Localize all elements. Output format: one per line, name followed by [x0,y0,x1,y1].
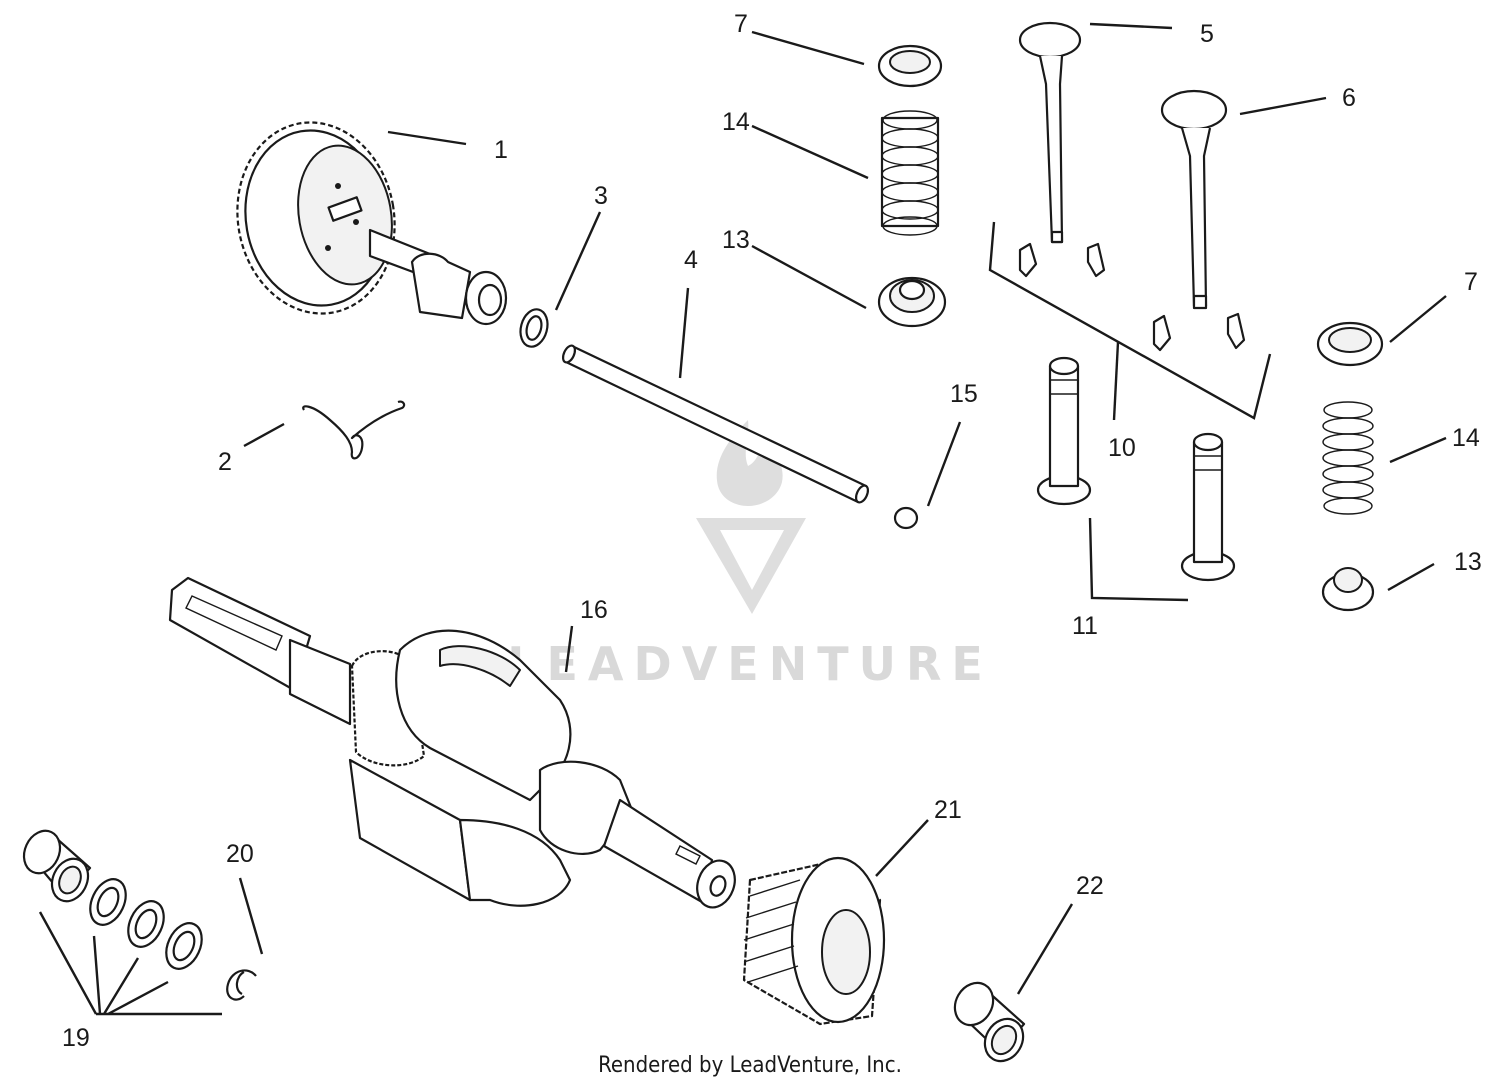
cam-shaft-pin [561,344,870,504]
callout-6: 6 [1342,84,1356,112]
callout-21: 21 [934,796,962,824]
callout-4: 4 [684,246,698,274]
spring-retainer-right [1316,321,1384,367]
callout-7-right: 7 [1464,268,1478,296]
snap-ring [226,969,257,1001]
plug [893,506,919,530]
valve-5 [1018,21,1082,244]
callout-14-right: 14 [1452,424,1480,452]
valve-keepers [988,221,1272,420]
callout-11: 11 [1072,612,1098,640]
valve-6 [1160,89,1228,310]
watermark-text: LEADVENTURE [507,637,993,691]
callout-10: 10 [1108,434,1136,462]
valve-spring-top [880,110,940,236]
crankshaft [168,576,736,909]
callout-22: 22 [1076,872,1104,900]
callout-16: 16 [580,596,608,624]
callout-13-right: 13 [1454,548,1482,576]
callout-13-top: 13 [722,226,750,254]
callout-20: 20 [226,840,254,868]
callout-14-top: 14 [722,108,750,136]
callout-5: 5 [1200,20,1214,48]
callout-1: 1 [494,136,508,164]
crank-gear [742,856,886,1026]
leader-lines [238,22,1447,995]
valve-cap-top [877,276,947,328]
spring-retainer-top [877,44,943,88]
cam-spring [302,400,406,460]
callout-labels: 1 2 3 4 5 6 7 7 10 11 13 13 14 14 15 16 … [62,10,1482,1052]
valve-spring-right [1322,401,1374,515]
camshaft-gear [236,121,508,326]
callout-19: 19 [62,1024,90,1052]
callout-15: 15 [950,380,978,408]
bushing-22 [953,981,1026,1063]
footer-credit: Rendered by LeadVenture, Inc. [598,1053,902,1078]
callout-2: 2 [218,448,232,476]
washer [519,308,549,348]
valve-cap-right [1321,567,1375,612]
bushing-washer-set [22,829,222,1016]
watermark: LEADVENTURE [507,420,993,691]
valve-lifters [1036,356,1236,602]
callout-7-top: 7 [734,10,748,38]
callout-3: 3 [594,182,608,210]
